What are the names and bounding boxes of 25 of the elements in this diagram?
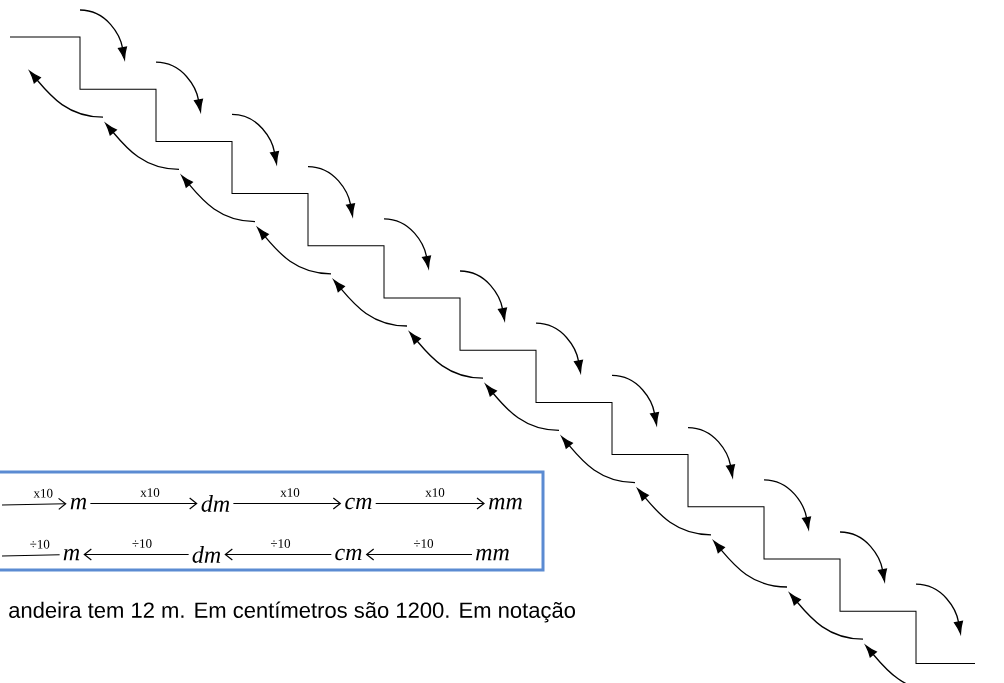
arrow [1, 497, 67, 510]
edge-label: ÷10 [270, 539, 291, 548]
unit-symbol: cm [345, 497, 372, 510]
unit-symbol: cm [335, 548, 362, 561]
arrow [89, 497, 198, 510]
unit-symbol: m [63, 548, 80, 561]
unit-symbol: m [70, 497, 87, 510]
edge-label: x10 [425, 488, 445, 497]
unit-symbol: dm [201, 495, 230, 512]
sentence-text: andeira tem 12 m. Em centímetros são 1200. Em notação [9, 601, 575, 623]
conversion-box [0, 470, 545, 572]
arrow [224, 548, 332, 561]
unit-symbol: mm [476, 548, 509, 561]
unit-symbol: dm [192, 546, 221, 563]
arrow [83, 548, 190, 561]
edge-label: x10 [140, 488, 160, 497]
edge-label: x10 [280, 488, 300, 497]
edge-label: x10 [33, 488, 53, 498]
arrow [375, 497, 485, 510]
arrow [232, 497, 342, 510]
arrow [365, 548, 473, 561]
unit-symbol: mm [489, 497, 522, 510]
edge-label: ÷10 [132, 539, 152, 548]
edge-label: ÷10 [30, 539, 50, 549]
edge-label: ÷10 [413, 539, 434, 548]
